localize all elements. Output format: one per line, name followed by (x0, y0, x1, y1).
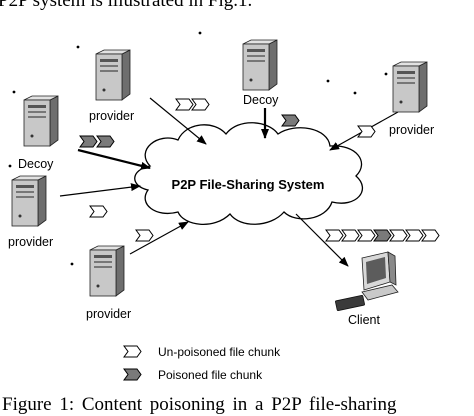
intro-text: P2P system is illustrated in Fig.1. (0, 0, 253, 11)
provider-top-left-label: provider (89, 109, 134, 123)
provider-top-right-label: provider (389, 123, 434, 137)
chunk-stream-client (325, 229, 440, 242)
arrow-provider-bottom (129, 221, 189, 255)
decoy-left-label: Decoy (18, 157, 54, 171)
provider-top-left-server: provider (89, 49, 134, 123)
unpoisoned-chunk-icon (123, 345, 142, 358)
provider-left-server: provider (8, 175, 53, 249)
decoy-top-server: Decoy (242, 39, 279, 107)
arrow-decoy-left (77, 148, 151, 170)
legend-unpoisoned: Un-poisoned file chunk (158, 345, 281, 359)
arrow-provider-left (59, 183, 141, 197)
poisoned-chunk-icon (123, 368, 142, 381)
provider-bottom-server: provider (86, 245, 131, 321)
provider-bottom-label: provider (86, 307, 131, 321)
arrow-provider-top-left (149, 97, 207, 145)
chunk-stream-provider-left (89, 205, 108, 218)
chunk-stream-provider-bottom (135, 229, 154, 242)
chunk-stream-decoy-top (281, 114, 300, 127)
decoy-left-server: Decoy (18, 95, 59, 171)
client-label: Client (348, 313, 380, 327)
legend-poisoned: Poisoned file chunk (158, 368, 263, 382)
provider-left-label: provider (8, 235, 53, 249)
provider-top-right-server: provider (389, 61, 434, 137)
figure-caption: Figure 1: Content poisoning in a P2P fil… (2, 394, 397, 415)
chunk-stream-decoy-left (79, 135, 115, 148)
p2p-system-cloud (134, 122, 363, 226)
chunk-stream-top-left (175, 98, 210, 111)
decoy-top-label: Decoy (243, 93, 279, 107)
decorative-dots (8, 31, 388, 266)
chunk-stream-top-right (357, 125, 376, 138)
legend: Un-poisoned file chunk Poisoned file chu… (123, 345, 281, 382)
client-computer-icon: Client (335, 251, 399, 327)
arrow-to-client (295, 213, 349, 267)
system-label: P2P File-Sharing System (172, 177, 325, 192)
